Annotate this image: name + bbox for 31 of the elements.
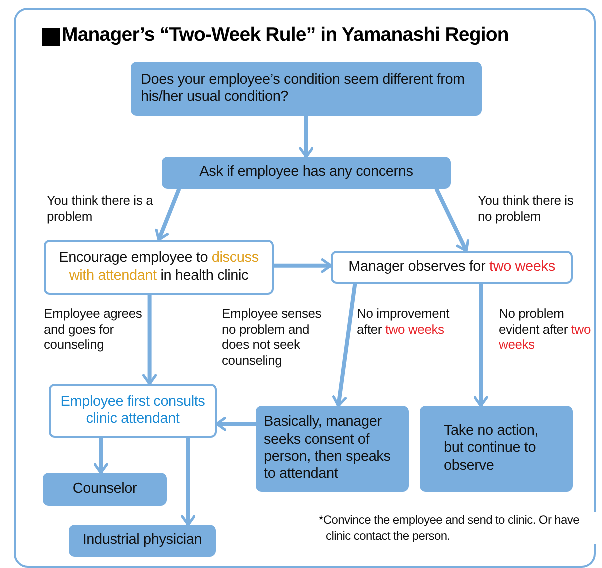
arrow [274, 258, 332, 274]
diagram-title: Manager’s “Two-Week Rule” in Yamanashi Region [62, 24, 509, 47]
edge-label: Employee agrees and goes for counseling [44, 306, 144, 353]
arrow [299, 116, 314, 158]
arrow [434, 188, 470, 252]
arrow [94, 438, 108, 474]
process-box [131, 62, 482, 116]
process-box [420, 406, 573, 492]
arrow [142, 295, 158, 386]
outlined-box [49, 384, 217, 438]
process-box [69, 525, 216, 557]
process-box [256, 406, 409, 492]
node-text: Industrial physician [82, 532, 204, 550]
node-text: Ask if employee has any concerns [198, 164, 414, 182]
node-text: Counselor [72, 480, 138, 498]
footnote: *Convince the employee and send to clinic. Or have clinic contact the person. [318, 512, 598, 544]
arrow [474, 284, 488, 408]
arrow [332, 284, 358, 408]
arrow [181, 438, 196, 526]
node-text: Basically, manager seeks consent of person, then speaks to attendant [264, 414, 392, 484]
node-text: Manager observes for two weeks [348, 258, 556, 276]
node-text: Take no action, but continue to observe [444, 422, 540, 476]
node-text: Encourage employee to discuss with attendant in health clinic [58, 250, 260, 285]
node-text: Does your employee’s condition seem different from his/her usual condition? [141, 72, 466, 106]
outlined-box [331, 251, 573, 284]
process-box [162, 157, 451, 189]
arrow [155, 188, 182, 242]
arrow [216, 416, 256, 432]
outlined-box [44, 240, 274, 295]
process-box [43, 473, 167, 506]
node-text: Employee first consults clinic attendant [60, 394, 206, 428]
